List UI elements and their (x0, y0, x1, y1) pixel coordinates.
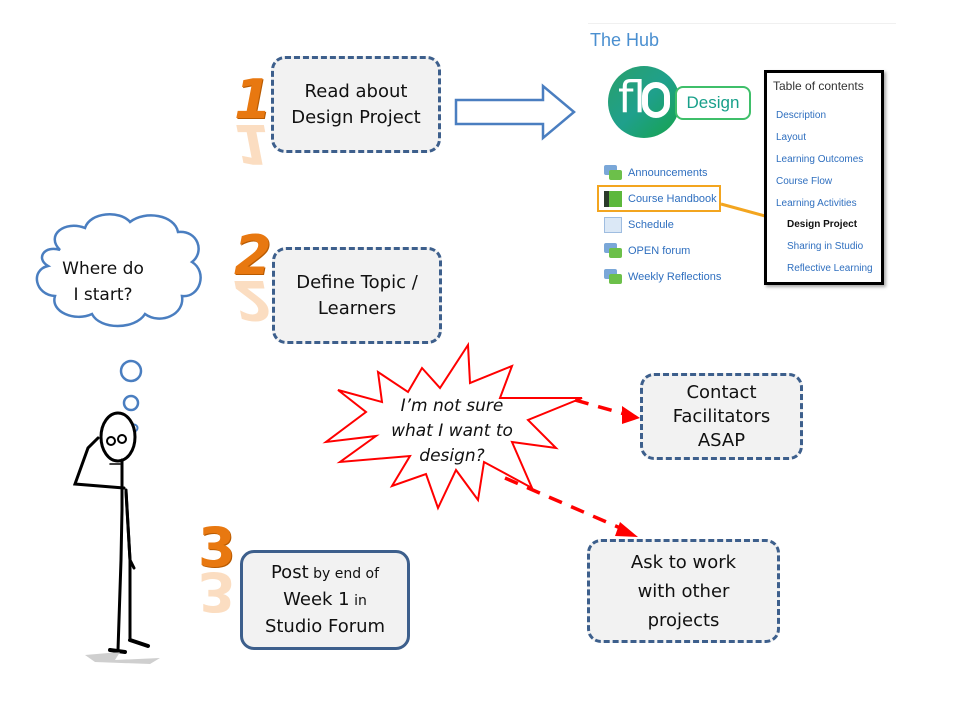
book-icon (604, 191, 622, 207)
forum-icon (604, 269, 622, 285)
hub-item-label: Course Handbook (628, 193, 717, 205)
post-small: by end of (308, 566, 380, 582)
forum-icon (604, 165, 622, 181)
toc-item-sharing-in-studio[interactable]: Sharing in Studio (787, 241, 864, 252)
option-1-line-1: Contact (686, 381, 757, 403)
hub-item-announcements[interactable]: Announcements (604, 162, 708, 184)
burst-text: I’m not sure what I want to design? (372, 394, 532, 469)
step-2-box[interactable]: Define Topic / Learners (272, 247, 442, 344)
ask-other-projects-box[interactable]: Ask to work with other projects (587, 539, 780, 643)
arrowhead-facilitators (622, 406, 640, 424)
hub-item-course-handbook[interactable]: Course Handbook (604, 188, 717, 210)
toc-item-course-flow[interactable]: Course Flow (776, 176, 833, 187)
option-2-line-2: with other (637, 580, 730, 602)
handbook-highlight (597, 185, 721, 212)
option-1-line-2: Facilitators (672, 405, 771, 427)
dashed-arrow-to-other-projects (504, 476, 626, 532)
step-2-line-1: Define Topic / (296, 271, 418, 293)
forum-label: Studio Forum (264, 616, 386, 637)
page-icon (604, 217, 622, 233)
arrowhead-other-projects (615, 522, 638, 537)
toc-item-layout[interactable]: Layout (776, 132, 807, 143)
toc-item-design-project[interactable]: Design Project (787, 219, 858, 230)
toc-item-learning-outcomes[interactable]: Learning Outcomes (776, 154, 864, 165)
week-label: Week 1 (283, 589, 350, 610)
hub-title: The Hub (590, 30, 660, 50)
thought-cloud-text: Where do I start? (48, 256, 158, 308)
flo-logo-label: Design (675, 86, 751, 120)
step-1-line-2: Design Project (291, 106, 421, 128)
thought-cloud (35, 213, 202, 328)
hub-item-weekly-reflections[interactable]: Weekly Reflections (604, 266, 721, 288)
hub-item-label: Weekly Reflections (628, 271, 722, 283)
step-1-line-1: Read about (304, 80, 408, 102)
uncertainty-burst (322, 341, 583, 511)
hub-item-label: OPEN forum (628, 245, 691, 257)
step-2-line-2: Learners (317, 297, 397, 319)
option-2-line-1: Ask to work (630, 551, 737, 573)
toc-title: Table of contents (773, 79, 864, 93)
figure-shadow (85, 652, 160, 664)
thought-bubble-large (119, 359, 143, 383)
contact-facilitators-box[interactable]: Contact Facilitators ASAP (640, 373, 803, 460)
toc-item-description[interactable]: Description (776, 110, 827, 121)
dashed-arrow-to-facilitators (574, 398, 629, 417)
table-of-contents: Table of contents Description Layout Lea… (764, 70, 884, 285)
forum-icon (604, 243, 622, 259)
week-small: in (349, 593, 367, 609)
hub-item-schedule[interactable]: Schedule (604, 214, 674, 236)
post-word: Post (270, 562, 309, 583)
flo-logo-letters: fl (618, 72, 646, 123)
hub-item-label: Announcements (628, 167, 708, 179)
step-3-box[interactable]: Post by end of Week 1 in Studio Forum (240, 550, 410, 650)
burst-line-3: design? (419, 446, 485, 466)
burst-line-1: I’m not sure (400, 396, 504, 416)
burst-line-2: what I want to (391, 421, 513, 441)
toc-item-reflective-learning[interactable]: Reflective Learning (787, 263, 873, 274)
hollow-arrow-to-hub (454, 83, 576, 141)
option-2-line-3: projects (647, 609, 720, 631)
confused-stick-figure (72, 411, 150, 654)
toc-item-learning-activities[interactable]: Learning Activities (776, 198, 857, 209)
option-1-line-3: ASAP (697, 429, 746, 451)
hub-divider (588, 23, 896, 24)
hub-item-open-forum[interactable]: OPEN forum (604, 240, 690, 262)
thought-bubble-medium (122, 394, 140, 412)
thought-line-2: I start? (73, 285, 133, 305)
thought-line-1: Where do (62, 259, 144, 279)
hub-item-label: Schedule (628, 219, 674, 231)
flo-logo-mark: fl (608, 66, 680, 138)
